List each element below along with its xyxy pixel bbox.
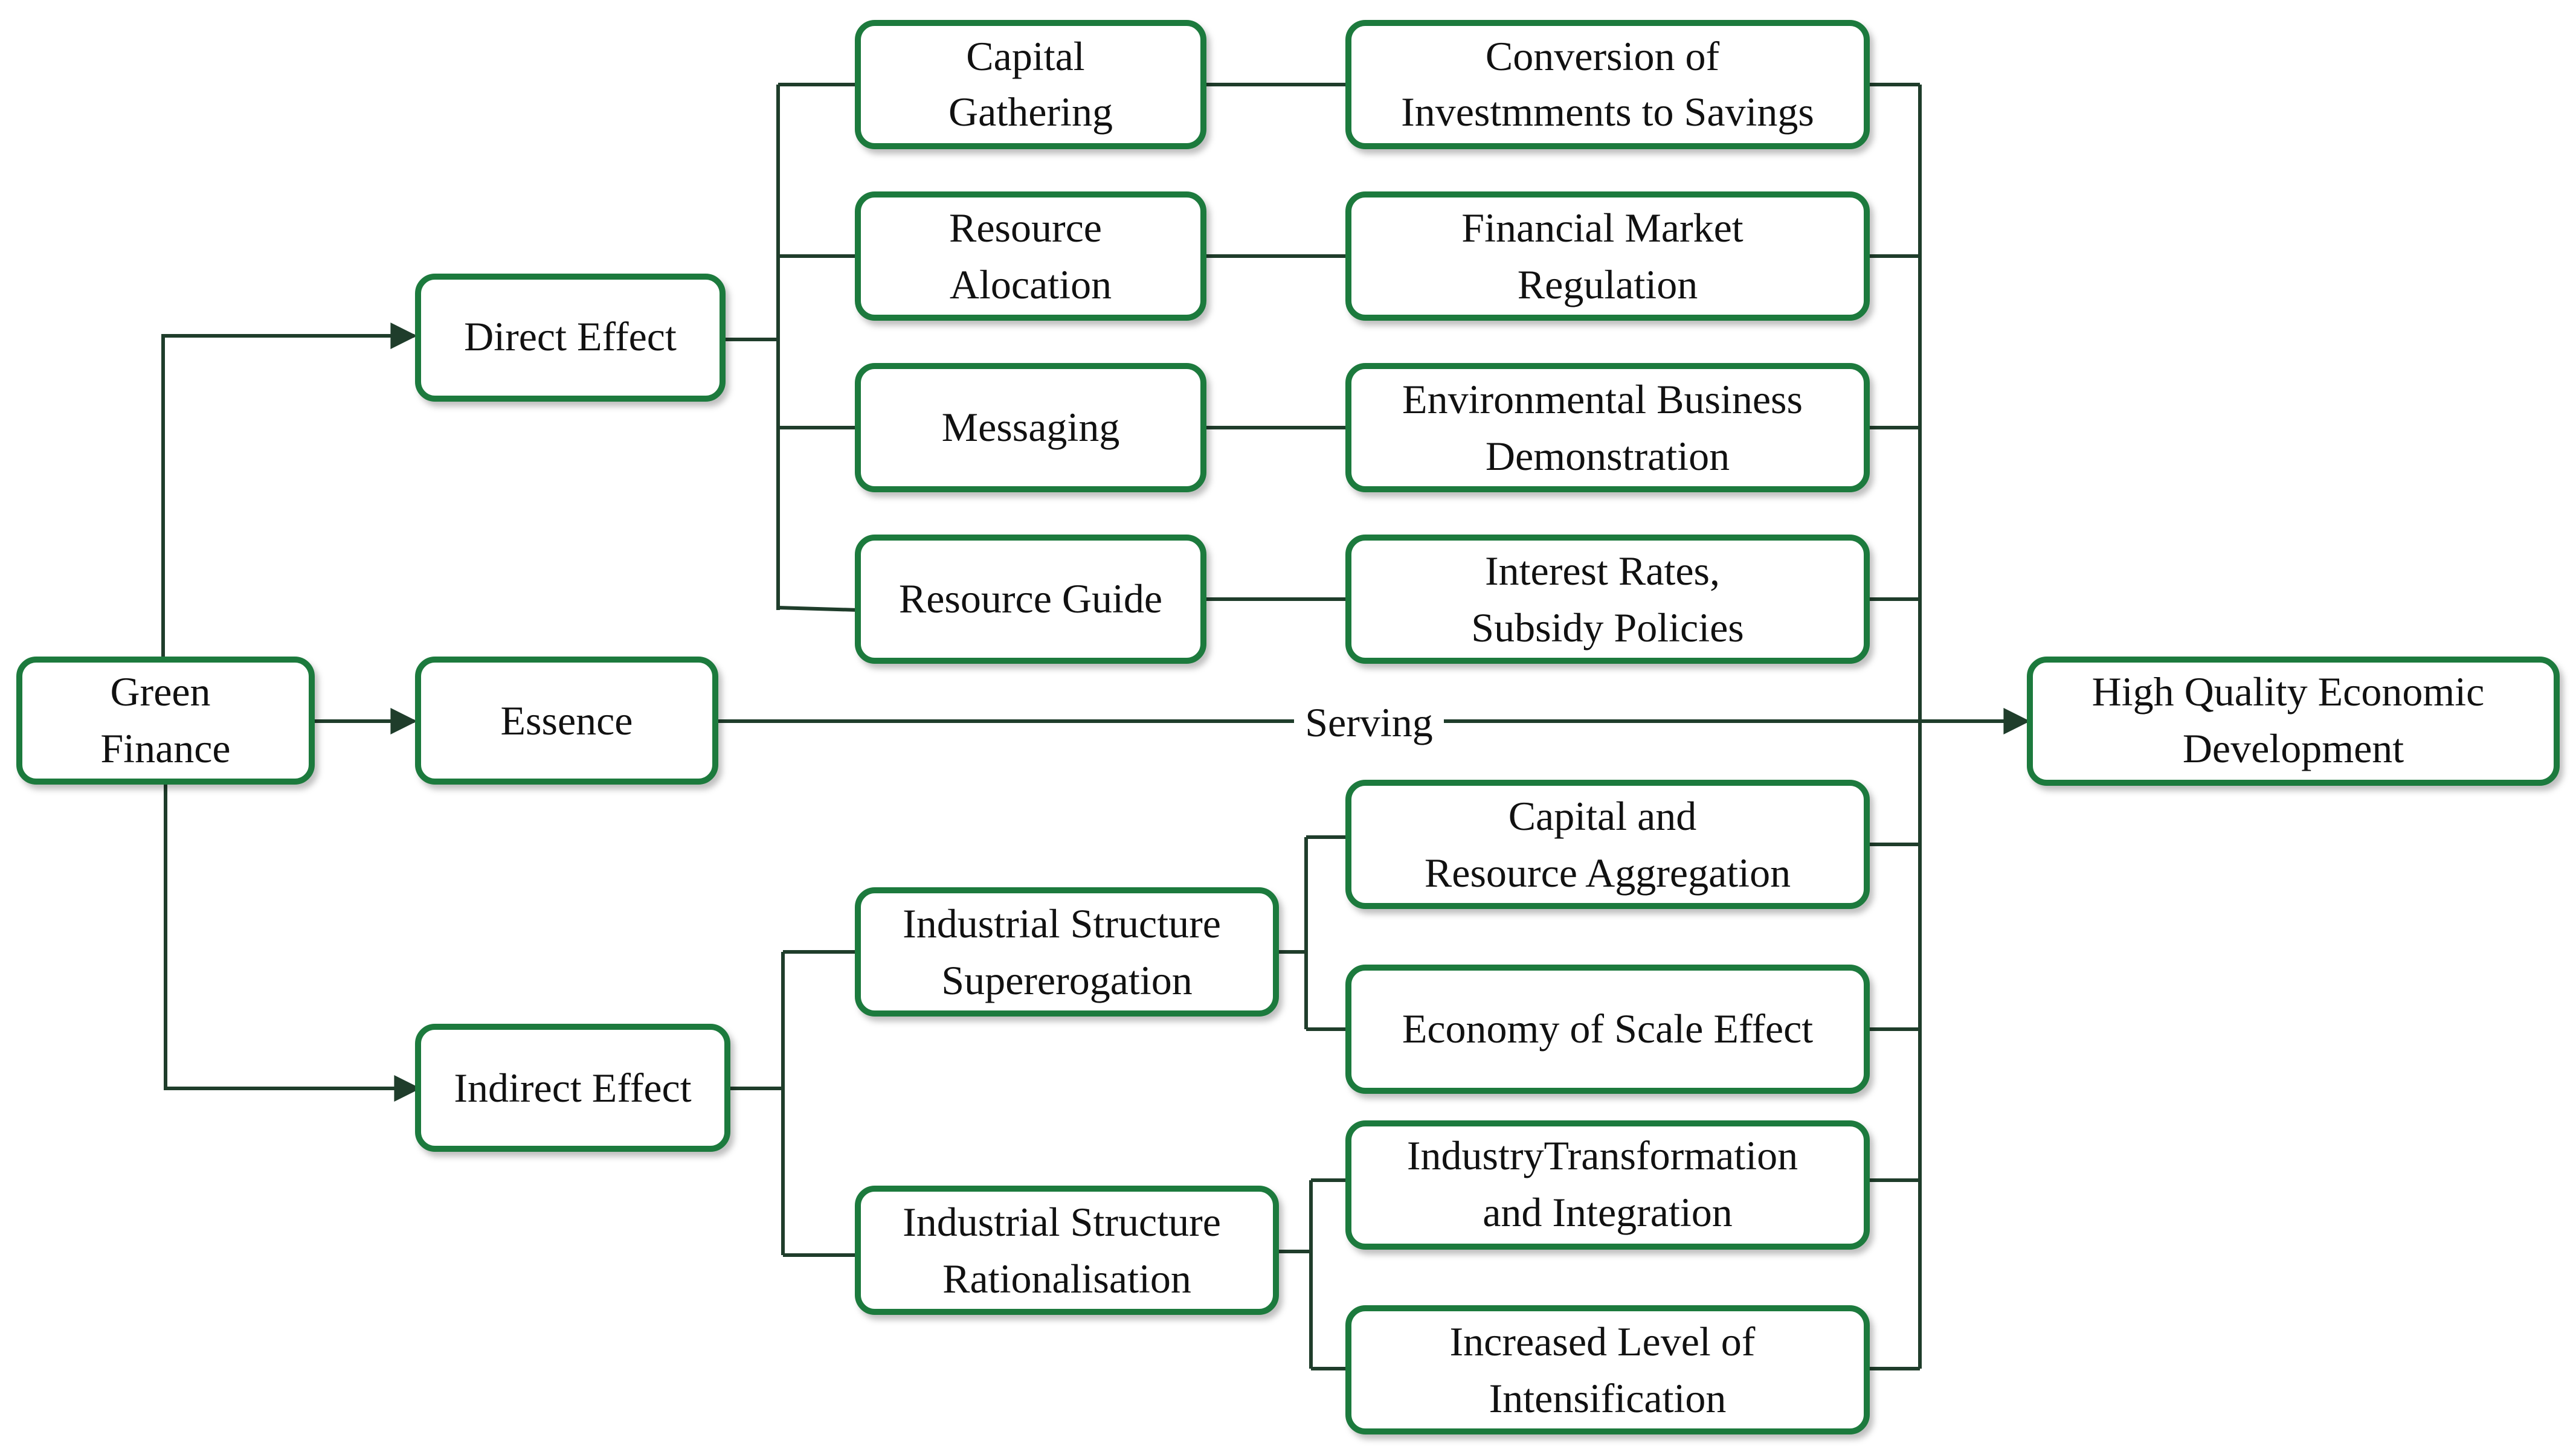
capital-gathering-line-2: Gathering bbox=[948, 89, 1113, 135]
resource-guide-label: Resource Guide bbox=[899, 576, 1162, 622]
resource-allocation-line-1: Resource bbox=[949, 205, 1102, 251]
serving-label-text: Serving bbox=[1305, 699, 1433, 745]
essence-label: Essence bbox=[500, 698, 633, 744]
intensification-line-2: Intensification bbox=[1489, 1375, 1727, 1421]
svg-text:Interest Rates, Subsidy: Interest Rates, Subsidy Policies bbox=[1471, 548, 1744, 651]
conversion-line-1: Conversion of bbox=[1486, 33, 1720, 79]
node-messaging: Messaging bbox=[855, 363, 1206, 492]
node-env-business: Environmental Business Demonstration bbox=[1345, 363, 1870, 492]
connectors bbox=[161, 83, 2030, 1370]
capital-aggregation-line-2: Resource Aggregation bbox=[1425, 850, 1791, 896]
svg-text:Resource Alocation: Resource Alocation bbox=[949, 205, 1112, 307]
svg-text:Conversion of Investmmen: Conversion of Investmments to Savings bbox=[1401, 33, 1814, 135]
industry-transformation-line-1: IndustryTransformation bbox=[1407, 1132, 1798, 1178]
conversion-line-2: Investmments to Savings bbox=[1401, 89, 1814, 135]
svg-text:Industrial Structure Rat: Industrial Structure Rationalisation bbox=[903, 1199, 1231, 1302]
interest-rates-line-1: Interest Rates, bbox=[1485, 548, 1720, 594]
node-financial-market: Financial Market Regulation bbox=[1345, 191, 1870, 321]
high-quality-line-1: High Quality Economic bbox=[2092, 669, 2485, 715]
supererogation-line-2: Supererogation bbox=[941, 957, 1192, 1003]
bracket-direct-effect bbox=[723, 83, 858, 612]
messaging-label: Messaging bbox=[942, 404, 1120, 450]
node-industry-transformation: IndustryTransformation and Integration bbox=[1345, 1120, 1870, 1250]
financial-market-line-1: Financial Market bbox=[1461, 205, 1744, 251]
rationalisation-line-1: Industrial Structure bbox=[903, 1199, 1221, 1245]
direct-effect-label: Direct Effect bbox=[464, 313, 677, 359]
bracket-supererogation bbox=[1276, 835, 1348, 1031]
node-structure-rationalisation: Industrial Structure Rationalisation bbox=[855, 1186, 1279, 1315]
collector-bus bbox=[1867, 83, 1922, 1370]
svg-text:Increased Level of Inten: Increased Level of Intensification bbox=[1450, 1319, 1766, 1421]
node-structure-supererogation: Industrial Structure Supererogation bbox=[855, 887, 1279, 1017]
svg-text:High Quality Economic De: High Quality Economic Development bbox=[2092, 669, 2495, 771]
indirect-effect-label: Indirect Effect bbox=[454, 1065, 691, 1111]
green-finance-line-2: Finance bbox=[100, 725, 230, 771]
bracket-rationalisation bbox=[1276, 1178, 1348, 1370]
svg-text:IndustryTransformation a: IndustryTransformation and Integration bbox=[1407, 1132, 1808, 1235]
high-quality-line-2: Development bbox=[2183, 725, 2404, 771]
bracket-indirect-effect bbox=[727, 950, 858, 1257]
node-resource-allocation: Resource Alocation bbox=[855, 191, 1206, 321]
svg-text:Environmental Business D: Environmental Business Demonstration bbox=[1402, 376, 1813, 479]
node-capital-gathering: Capital Gathering bbox=[855, 20, 1206, 149]
node-indirect-effect: Indirect Effect bbox=[415, 1024, 730, 1152]
node-economy-of-scale: Economy of Scale Effect bbox=[1345, 965, 1870, 1094]
node-direct-effect: Direct Effect bbox=[415, 274, 726, 402]
financial-market-line-2: Regulation bbox=[1518, 262, 1698, 307]
interest-rates-line-2: Subsidy Policies bbox=[1471, 605, 1744, 651]
arrow-green-finance-to-indirect-effect bbox=[164, 784, 421, 1102]
node-resource-guide: Resource Guide bbox=[855, 535, 1206, 664]
node-conversion: Conversion of Investmments to Savings bbox=[1345, 20, 1870, 149]
svg-text:Financial Market Regulat: Financial Market Regulation bbox=[1461, 205, 1753, 307]
capital-aggregation-line-1: Capital and bbox=[1509, 793, 1697, 839]
env-business-line-2: Demonstration bbox=[1486, 433, 1730, 479]
node-interest-rates: Interest Rates, Subsidy Policies bbox=[1345, 535, 1870, 664]
arrow-green-finance-to-direct-effect bbox=[161, 323, 417, 658]
rationalisation-line-2: Rationalisation bbox=[942, 1256, 1191, 1302]
supererogation-line-1: Industrial Structure bbox=[903, 901, 1221, 946]
env-business-line-1: Environmental Business bbox=[1402, 376, 1803, 422]
node-green-finance: Green Finance bbox=[16, 657, 315, 785]
svg-text:Capital Gathering: Capital Gathering bbox=[948, 33, 1113, 135]
node-intensification: Increased Level of Intensification bbox=[1345, 1305, 1870, 1434]
node-capital-resource-aggregation: Capital and Resource Aggregation bbox=[1345, 780, 1870, 909]
svg-text:Green Finance: Green Finance bbox=[100, 669, 230, 771]
svg-text:Industrial Structure Sup: Industrial Structure Supererogation bbox=[903, 901, 1231, 1003]
svg-text:Capital and Resource Agg: Capital and Resource Aggregation bbox=[1425, 793, 1791, 896]
capital-gathering-line-1: Capital bbox=[966, 33, 1084, 79]
industry-transformation-line-2: and Integration bbox=[1483, 1189, 1733, 1235]
economy-of-scale-label: Economy of Scale Effect bbox=[1402, 1006, 1813, 1052]
node-high-quality-development: High Quality Economic Development bbox=[2027, 657, 2560, 786]
intensification-line-1: Increased Level of bbox=[1450, 1319, 1756, 1364]
green-finance-line-1: Green bbox=[110, 669, 210, 715]
resource-allocation-line-2: Alocation bbox=[950, 262, 1112, 307]
serving-label: Serving bbox=[1294, 695, 1444, 751]
node-essence: Essence bbox=[415, 657, 718, 785]
